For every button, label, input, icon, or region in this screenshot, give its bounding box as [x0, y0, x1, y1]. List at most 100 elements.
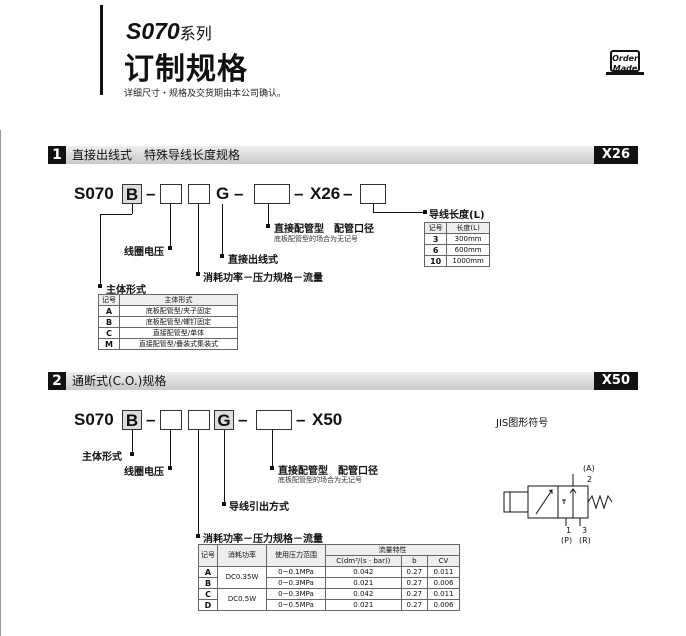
s2-line-body [132, 430, 133, 454]
symbol-label-3: 3 [582, 526, 588, 535]
table-row: A 底板配管型/夹子固定 [98, 305, 238, 317]
s2-line-power [198, 430, 199, 536]
section1-bar [48, 146, 638, 164]
s1-dot-body [98, 284, 102, 288]
flow-th-c: C(dm³/(s · bar)) [325, 555, 402, 567]
flow-cell: 0.27 [400, 566, 428, 578]
section2-title: 通断式(C.O.)规格 [72, 374, 167, 388]
s1-line-coil [170, 204, 171, 248]
s1-dot-piping [266, 224, 270, 228]
flow-cell: 0~0.3MPa [266, 588, 326, 600]
lead-cell: 600mm [446, 244, 490, 256]
s2-label-power: 消耗功率－压力规格－流量 [203, 534, 323, 545]
s1-label-lead: 导线长度(L) [429, 210, 485, 221]
flow-cell: B [198, 577, 218, 589]
page-title: 订制规格 [124, 52, 248, 87]
s1-line-body-h [100, 214, 132, 215]
s1-lead-table: 记号 长度(L) 3 300mm 6 600mm 10 1000mm [423, 222, 490, 267]
s1-line-body-up [132, 204, 133, 214]
body-th-type: 主体形式 [119, 294, 238, 306]
valve-symbol-lines [503, 474, 613, 526]
table-row: D 0~0.5MPa 0.021 0.27 0.006 [198, 599, 461, 611]
body-cell: M [98, 338, 120, 350]
s1-box-4 [254, 184, 290, 204]
badge-base [606, 72, 644, 75]
flow-cell: 0.021 [325, 577, 402, 589]
flow-cell-power: DC0.35W [217, 566, 267, 589]
lead-cell: 10 [423, 255, 448, 267]
lead-cell: 6 [423, 244, 448, 256]
s2-piping-note: 底板配管型的场合为无记号 [278, 476, 362, 484]
s1-dot-power [196, 272, 200, 276]
flow-th-flow: 流量特性 [325, 544, 460, 556]
header-rule [100, 5, 103, 95]
body-cell: 直接配管型/叠装式集装式 [119, 338, 238, 350]
s2-label-jis: JIS图形符号 [496, 418, 549, 429]
s2-dot-wire [222, 502, 226, 506]
table-row: 记号 消耗功率 使用压力范围 流量特性 [198, 544, 460, 567]
jis-valve-symbol [503, 474, 613, 526]
s1-suffix: X26 [310, 184, 341, 203]
body-cell: 底板配管型/螺钉固定 [119, 316, 238, 328]
s2-box-4 [256, 410, 292, 430]
flow-th-power: 消耗功率 [217, 544, 267, 567]
s2-line-piping [272, 430, 273, 468]
s1-dot-lead [423, 210, 427, 214]
s2-dash-2: – [238, 410, 248, 429]
flow-cell: 0.021 [325, 599, 402, 611]
header-note: 详细尺寸・规格及交货期由本公司确认。 [124, 89, 287, 99]
table-row: 记号 长度(L) [423, 222, 490, 234]
s2-line-coil [170, 430, 171, 468]
section1-title: 直接出线式 特殊导线长度规格 [72, 148, 241, 162]
table-row: M 直接配管型/叠装式集装式 [98, 338, 238, 350]
section1-code: X26 [594, 146, 638, 164]
s1-box-b-text: B [125, 185, 139, 204]
flow-cell: 0.27 [400, 588, 428, 600]
symbol-label-2: 2 [587, 475, 593, 484]
s2-label-coil: 线圈电压 [124, 467, 164, 478]
s1-line-lead [373, 204, 374, 212]
flow-cell: 0.011 [426, 588, 461, 600]
flow-cell: D [198, 599, 218, 611]
lead-cell: 300mm [446, 233, 490, 245]
section2-code: X50 [594, 372, 638, 390]
flow-th-pressure: 使用压力范围 [266, 544, 326, 567]
s1-label-body: 主体形式 [106, 285, 146, 296]
flow-cell: 0~0.3MPa [266, 577, 326, 589]
table-row: C DC0.5W 0~0.3MPa 0.042 0.27 0.011 [198, 588, 461, 611]
lead-cell: 1000mm [446, 255, 490, 267]
s2-dot-coil [168, 466, 172, 470]
series-code: S070系列 [126, 18, 212, 45]
s2-dot-body [130, 452, 134, 456]
flow-cell: 0.042 [325, 566, 402, 578]
symbol-label-1: 1 [566, 526, 572, 535]
valve-block-left [527, 485, 559, 519]
s1-line-body [100, 214, 101, 286]
s1-label-coil: 线圈电压 [124, 247, 164, 258]
s2-flow-table: 记号 消耗功率 使用压力范围 流量特性 C(dm³/(s · bar)) b C… [198, 544, 461, 611]
flow-cell: 0.27 [400, 599, 428, 611]
s2-box-b: B [122, 410, 142, 430]
s2-label-body: 主体形式 [82, 452, 122, 463]
arrowhead-left [548, 489, 553, 494]
flow-cell: 0~0.1MPa [266, 566, 326, 578]
body-cell: C [98, 327, 120, 339]
series-suffix: 系列 [179, 26, 212, 43]
s1-piping-note: 底板配管型的场合为无记号 [274, 235, 358, 243]
flow-cell-power: DC0.5W [217, 588, 267, 611]
lead-th-len: 长度(L) [446, 222, 490, 234]
s2-line-wire [224, 430, 225, 504]
body-cell: 底板配管型/夹子固定 [119, 305, 238, 317]
body-cell: 直接配管型/单体 [119, 327, 238, 339]
s1-body-table: 记号 主体形式 A 底板配管型/夹子固定 B 底板配管型/螺钉固定 C 直接配管… [98, 294, 238, 350]
symbol-label-a: (A) [583, 464, 595, 473]
flow-cell: 0.006 [426, 599, 461, 611]
s2-dash-3: – [296, 410, 306, 429]
s2-suffix: X50 [312, 410, 343, 429]
flow-arrow-left [535, 489, 553, 515]
s1-label-direct: 直接出线式 [228, 255, 278, 266]
s2-box-b-text: B [125, 411, 139, 430]
s1-line-lead-h [373, 212, 425, 213]
s1-g: G [216, 184, 230, 203]
s2-label-wire: 导线引出方式 [229, 502, 289, 513]
